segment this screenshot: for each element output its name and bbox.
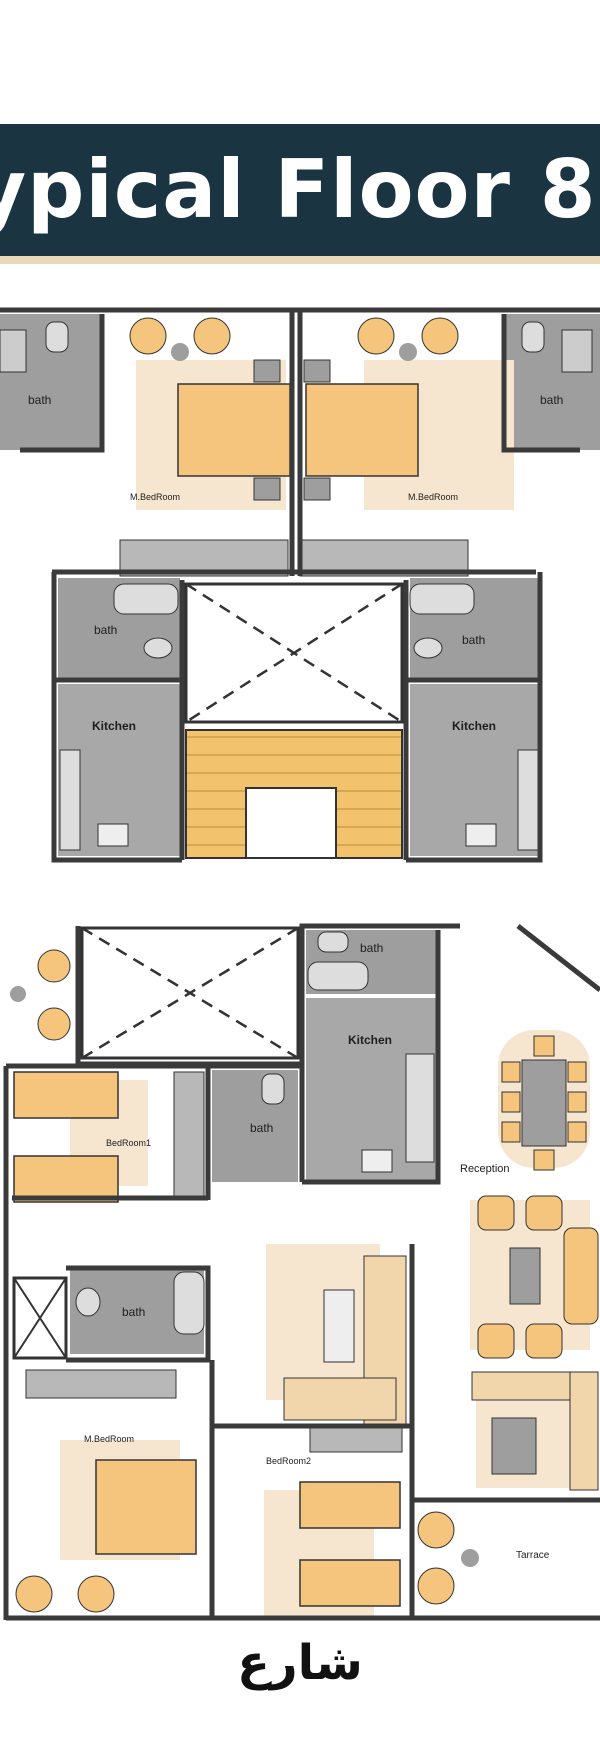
coffee-table <box>491 1417 537 1475</box>
armchair <box>37 949 71 983</box>
room-label: bath <box>122 1305 145 1319</box>
wardrobe <box>173 1071 205 1199</box>
room-label: bath <box>250 1121 273 1135</box>
armchair <box>193 317 231 355</box>
armchair <box>37 1007 71 1041</box>
stove <box>361 1149 393 1173</box>
room-label: Kitchen <box>452 719 496 733</box>
title-accent-stripe <box>0 256 600 264</box>
toilet <box>521 321 545 353</box>
room-label: bath <box>28 393 51 407</box>
stove <box>465 823 497 847</box>
nightstand <box>253 359 281 383</box>
armchairs <box>477 1195 599 1359</box>
armchair <box>417 1567 455 1605</box>
dining-table <box>521 1059 567 1147</box>
toilet <box>45 321 69 353</box>
counter <box>59 749 81 851</box>
bathtub <box>113 583 179 615</box>
room-label: bath <box>94 623 117 637</box>
room-label: BedRoom1 <box>106 1138 151 1148</box>
nightstand <box>303 477 331 501</box>
bed <box>305 383 419 477</box>
sofa <box>569 1371 599 1491</box>
floor-plan: M.BedRoom M.BedRoom bath bath bath bath … <box>0 307 600 1621</box>
armchair <box>421 317 459 355</box>
page-title: ypical Floor 8 <box>0 143 597 236</box>
bathtub <box>173 1271 205 1335</box>
street-label: شارع <box>237 1635 363 1691</box>
room-label: bath <box>462 633 485 647</box>
side-table <box>399 343 417 361</box>
walls-top <box>0 307 600 863</box>
sofa <box>283 1377 397 1421</box>
side-table <box>10 986 26 1002</box>
toilet <box>143 637 173 659</box>
coffee-table <box>509 1247 541 1305</box>
wardrobe <box>309 1425 403 1453</box>
room-label: Tarrace <box>516 1550 550 1561</box>
armchair <box>357 317 395 355</box>
wardrobe <box>25 1369 177 1399</box>
toilet <box>317 931 349 953</box>
stove <box>97 823 129 847</box>
room-label: M.BedRoom <box>84 1434 134 1444</box>
side-table <box>461 1549 479 1567</box>
armchair <box>15 1575 53 1613</box>
toilet <box>413 637 443 659</box>
side-table <box>171 343 189 361</box>
bed <box>299 1481 401 1529</box>
armchair <box>417 1511 455 1549</box>
room-label: bath <box>360 941 383 955</box>
room-label: Kitchen <box>348 1033 392 1047</box>
title-banner: ypical Floor 8 <box>0 124 600 256</box>
toilet <box>75 1287 101 1317</box>
dining-chairs <box>501 1035 587 1171</box>
bed <box>177 383 291 477</box>
room-label: M.BedRoom <box>408 492 458 502</box>
bed <box>299 1559 401 1607</box>
walls-lower <box>3 923 600 1621</box>
coffee-table <box>323 1289 355 1363</box>
nightstand <box>253 477 281 501</box>
bed <box>13 1155 119 1203</box>
sink <box>561 329 593 373</box>
room-label: BedRoom2 <box>266 1456 311 1466</box>
room-label: M.BedRoom <box>130 492 180 502</box>
bathtub <box>307 961 369 991</box>
counter <box>405 1053 435 1163</box>
armchair <box>129 317 167 355</box>
nightstand <box>303 359 331 383</box>
sink <box>0 329 27 373</box>
bathtub <box>409 583 475 615</box>
stair-well <box>245 787 337 859</box>
room-label: Reception <box>460 1163 510 1175</box>
room-label: bath <box>540 393 563 407</box>
room-label: Kitchen <box>92 719 136 733</box>
bed <box>95 1459 197 1555</box>
bed <box>13 1071 119 1119</box>
rug <box>266 1244 380 1400</box>
armchair <box>77 1575 115 1613</box>
toilet <box>261 1073 285 1105</box>
counter <box>517 749 539 851</box>
